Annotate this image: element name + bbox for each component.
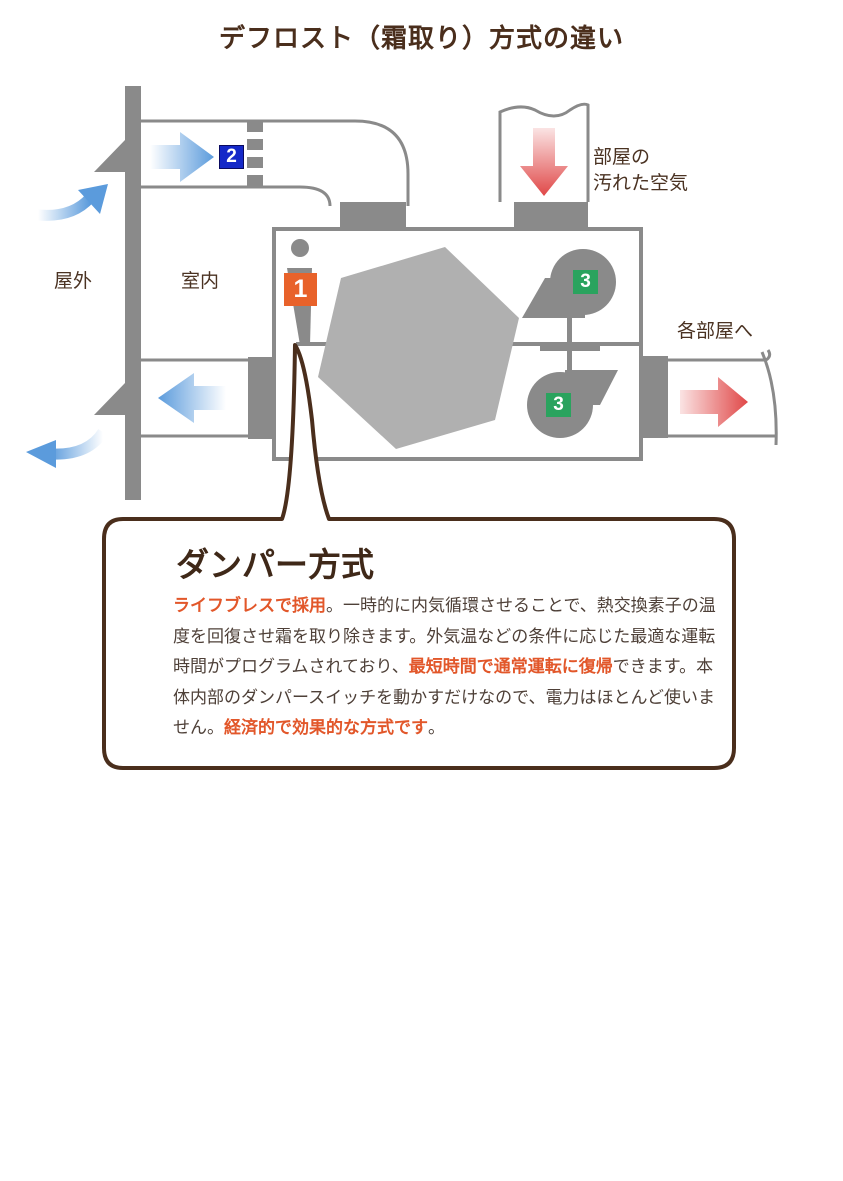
fan-shaft-cross	[540, 346, 600, 351]
to-rooms-label: 各部屋へ	[677, 320, 754, 342]
fan-shaft	[567, 310, 572, 380]
heat-exchange-element	[318, 247, 519, 449]
exhaust-collar	[248, 357, 274, 439]
return-duct	[498, 102, 590, 202]
exterior-wall	[94, 86, 141, 500]
indoor-label: 室内	[181, 270, 220, 292]
dirty-air-label-line2: 汚れた空気	[593, 172, 689, 194]
dirty-air-label-line1: 部屋の	[593, 146, 651, 168]
page-title: デフロスト（霜取り）方式の違い	[218, 24, 624, 54]
desc-segment: 。	[428, 718, 445, 738]
supply-collar	[642, 356, 668, 438]
desc-segment: 。一時的に内気循環させることで、熱交換素子の温度を回復させ霜を取り除きます。外気…	[173, 596, 716, 677]
fan-top-badge: 3	[573, 270, 598, 294]
outdoor-intake-curve	[37, 184, 108, 221]
desc-segment-highlight: 最短時間で通常運転に復帰	[408, 657, 613, 677]
dirty-air-arrow	[520, 128, 568, 196]
callout-description: ライフブレスで採用。一時的に内気循環させることで、熱交換素子の温度を回復させ霜を…	[173, 591, 718, 744]
dirty-air-label: 部屋の 汚れた空気	[593, 144, 688, 196]
desc-segment: できます。本体内部のダンパースイッチを動かすだけなので、電力はほとんど使いません…	[173, 657, 715, 738]
vent-badge: 2	[219, 145, 244, 169]
desc-segment-highlight: 経済的で効果的な方式です	[224, 718, 428, 738]
exhaust-duct	[141, 358, 262, 438]
supply-duct	[668, 349, 778, 446]
outdoor-exhaust-curve	[26, 428, 108, 468]
desc-segment-highlight: ライフブレスで採用	[173, 596, 326, 616]
supply-arrow	[680, 377, 748, 427]
intake-arrow	[150, 132, 214, 182]
outdoor-label: 屋外	[54, 270, 93, 292]
intake-duct	[141, 119, 410, 207]
callout-heading: ダンパー方式	[176, 545, 374, 584]
callout-box	[102, 343, 736, 770]
damper-badge: 1	[284, 273, 317, 306]
exhaust-arrow	[158, 373, 226, 423]
fan-bottom-badge: 3	[546, 393, 571, 417]
intake-grille	[247, 121, 263, 186]
